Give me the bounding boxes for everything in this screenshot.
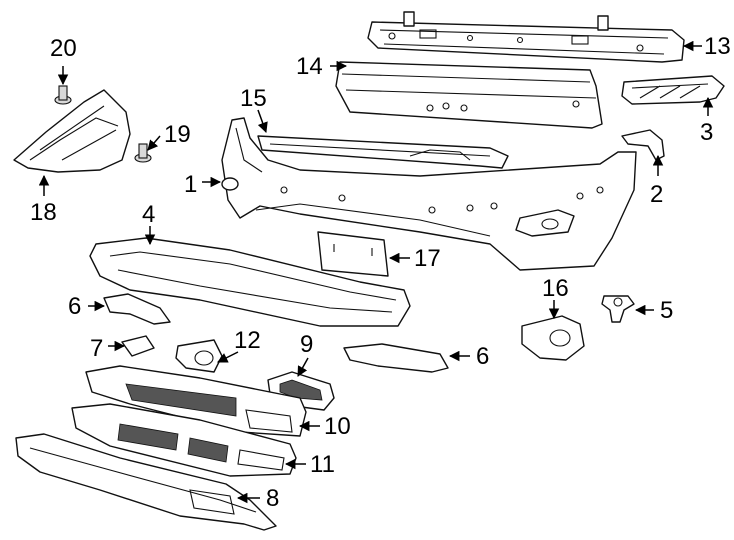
license-plate-bracket <box>317 231 389 277</box>
bolt-upper <box>54 85 72 105</box>
callout-1: 1 <box>184 171 197 198</box>
callout-8: 8 <box>266 485 279 512</box>
callout-2: 2 <box>650 181 663 208</box>
fog-bezel-left <box>175 339 223 373</box>
upper-retainer <box>257 135 509 169</box>
energy-absorber <box>335 61 603 129</box>
callout-7: 7 <box>90 335 103 362</box>
fog-lamp-bezel <box>521 315 585 361</box>
callout-labels: 1 2 3 4 5 6 6 7 8 9 10 11 12 13 14 15 16… <box>30 33 731 512</box>
callout-14: 14 <box>296 53 323 80</box>
leader-lines <box>38 40 714 504</box>
lower-grille <box>71 403 297 477</box>
callout-9: 9 <box>300 331 313 358</box>
trim-cap <box>121 335 155 357</box>
callout-5: 5 <box>660 297 673 324</box>
callout-6a: 6 <box>68 293 81 320</box>
callout-20: 20 <box>50 35 77 62</box>
bumper-cover <box>221 117 637 271</box>
callout-17: 17 <box>414 245 441 272</box>
reinforcement-beam <box>367 11 685 63</box>
skid-plate <box>15 433 277 531</box>
callout-15: 15 <box>240 85 267 112</box>
callout-10: 10 <box>324 413 351 440</box>
bolt-lower <box>134 143 152 163</box>
callout-18: 18 <box>30 199 57 226</box>
callout-19: 19 <box>164 121 191 148</box>
callout-13: 13 <box>704 33 731 60</box>
trim-right <box>343 343 449 373</box>
splash-shield <box>13 89 131 173</box>
callout-12: 12 <box>234 327 261 354</box>
callout-11: 11 <box>310 451 335 478</box>
callout-4: 4 <box>142 201 155 228</box>
callout-3: 3 <box>700 119 713 146</box>
callout-16: 16 <box>542 275 569 302</box>
push-clip <box>601 295 635 323</box>
trim-left <box>103 293 171 325</box>
callout-6b: 6 <box>476 343 489 370</box>
lower-valance <box>89 237 411 327</box>
